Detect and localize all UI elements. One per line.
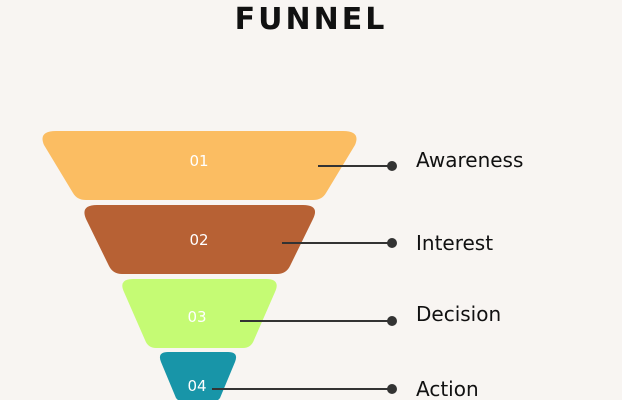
funnel-stage-1: 01 Awareness xyxy=(42,131,523,200)
funnel-stage-1-shape xyxy=(42,131,357,200)
funnel-stage-1-connector-dot xyxy=(387,161,397,171)
funnel-stage-4-connector-dot xyxy=(387,384,397,394)
funnel-stage-1-number: 01 xyxy=(189,152,208,170)
funnel-stage-4-number: 04 xyxy=(187,377,206,395)
funnel-stage-3-number: 03 xyxy=(187,308,206,326)
funnel-stage-3-connector-dot xyxy=(387,316,397,326)
funnel-stage-4: 04 Action xyxy=(159,352,479,400)
funnel-stage-3-label: Decision xyxy=(416,302,501,326)
funnel-stage-1-label: Awareness xyxy=(416,148,523,172)
funnel-stage-2-number: 02 xyxy=(189,231,208,249)
funnel-stage-2: 02 Interest xyxy=(84,205,493,274)
funnel-stage-4-label: Action xyxy=(416,377,479,400)
funnel-stage-3: 03 Decision xyxy=(122,279,501,348)
funnel-stage-3-shape xyxy=(122,279,277,348)
page-title: FUNNEL xyxy=(234,2,388,37)
funnel-stage-2-connector-dot xyxy=(387,238,397,248)
funnel-stage-2-label: Interest xyxy=(416,231,493,255)
funnel-stage-2-shape xyxy=(84,205,316,274)
